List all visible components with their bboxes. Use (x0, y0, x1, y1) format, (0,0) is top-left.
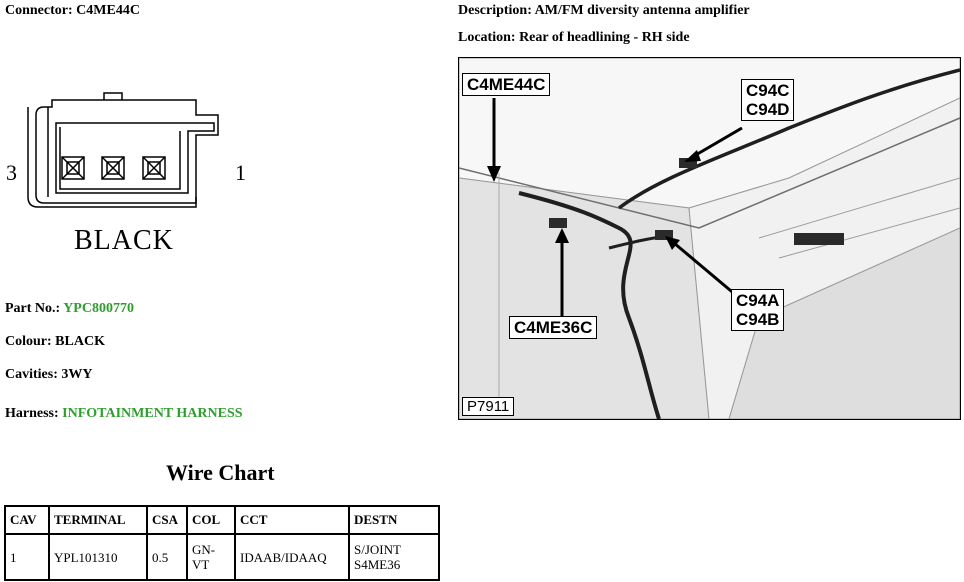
table-header-row: CAV TERMINAL CSA COL CCT DESTN (4, 505, 440, 535)
cell-destn-line1: S/JOINT (354, 542, 401, 557)
location-value: Rear of headlining - RH side (519, 30, 690, 45)
column-header-terminal: TERMINAL (48, 505, 148, 535)
callout-c94a: C94A (736, 291, 780, 310)
callout-c94d: C94D (746, 100, 790, 119)
part-number-field: Part No.: YPC800770 (5, 301, 134, 317)
column-header-col: COL (186, 505, 236, 535)
cell-cct: IDAAB/IDAAQ (234, 533, 350, 581)
cavities-value: 3WY (61, 367, 93, 382)
column-header-cct: CCT (234, 505, 350, 535)
column-header-cav: CAV (4, 505, 50, 535)
cell-col-line1: GN- (192, 542, 216, 557)
callout-c4me36c: C4ME36C (509, 316, 598, 339)
photo-id-label: P7911 (462, 397, 515, 416)
location-photo-illustration (459, 58, 960, 419)
connector-field: Connector: C4ME44C (5, 3, 140, 19)
callout-c94c: C94C (746, 81, 790, 100)
cell-cav: 1 (4, 533, 50, 581)
connector-value: C4ME44C (76, 3, 140, 18)
colour-field: Colour: BLACK (5, 334, 105, 350)
callout-c94c-c94d: C94C C94D (741, 79, 795, 121)
connector-label: Connector: (5, 3, 73, 18)
description-label: Description: (458, 3, 532, 18)
connector-colour-label: BLACK (74, 225, 174, 256)
part-number-link[interactable]: YPC800770 (63, 301, 134, 316)
location-label: Location: (458, 30, 516, 45)
cell-col: GN- VT (186, 533, 236, 581)
wire-chart-title: Wire Chart (166, 460, 275, 485)
column-header-destn: DESTN (348, 505, 440, 535)
location-photo: C4ME44C C94C C94D C94A C94B C4ME36C P791… (458, 57, 961, 420)
colour-label: Colour: (5, 334, 52, 349)
callout-c94b: C94B (736, 310, 780, 329)
cell-destn-line2: S4ME36 (354, 557, 401, 572)
cell-csa: 0.5 (146, 533, 188, 581)
description-value: AM/FM diversity antenna amplifier (534, 3, 750, 18)
description-field: Description: AM/FM diversity antenna amp… (458, 3, 750, 19)
cell-destn: S/JOINT S4ME36 (348, 533, 440, 581)
callout-c94a-c94b: C94A C94B (731, 289, 785, 331)
cell-terminal: YPL101310 (48, 533, 148, 581)
harness-label: Harness: (5, 406, 59, 421)
location-field: Location: Rear of headlining - RH side (458, 30, 690, 46)
harness-link[interactable]: INFOTAINMENT HARNESS (62, 406, 243, 421)
connector-pinout-diagram (27, 92, 219, 208)
wire-chart-table: CAV TERMINAL CSA COL CCT DESTN 1 YPL1013… (4, 505, 440, 581)
part-number-label: Part No.: (5, 301, 61, 316)
harness-field: Harness: INFOTAINMENT HARNESS (5, 406, 243, 422)
table-row: 1 YPL101310 0.5 GN- VT IDAAB/IDAAQ S/JOI… (4, 533, 440, 581)
pin-label-right: 1 (235, 160, 246, 185)
cavities-field: Cavities: 3WY (5, 367, 93, 383)
colour-value: BLACK (55, 334, 105, 349)
pin-label-left: 3 (6, 160, 17, 185)
cell-col-line2: VT (192, 557, 210, 572)
column-header-csa: CSA (146, 505, 188, 535)
cavities-label: Cavities: (5, 367, 58, 382)
callout-c4me44c: C4ME44C (462, 73, 551, 96)
